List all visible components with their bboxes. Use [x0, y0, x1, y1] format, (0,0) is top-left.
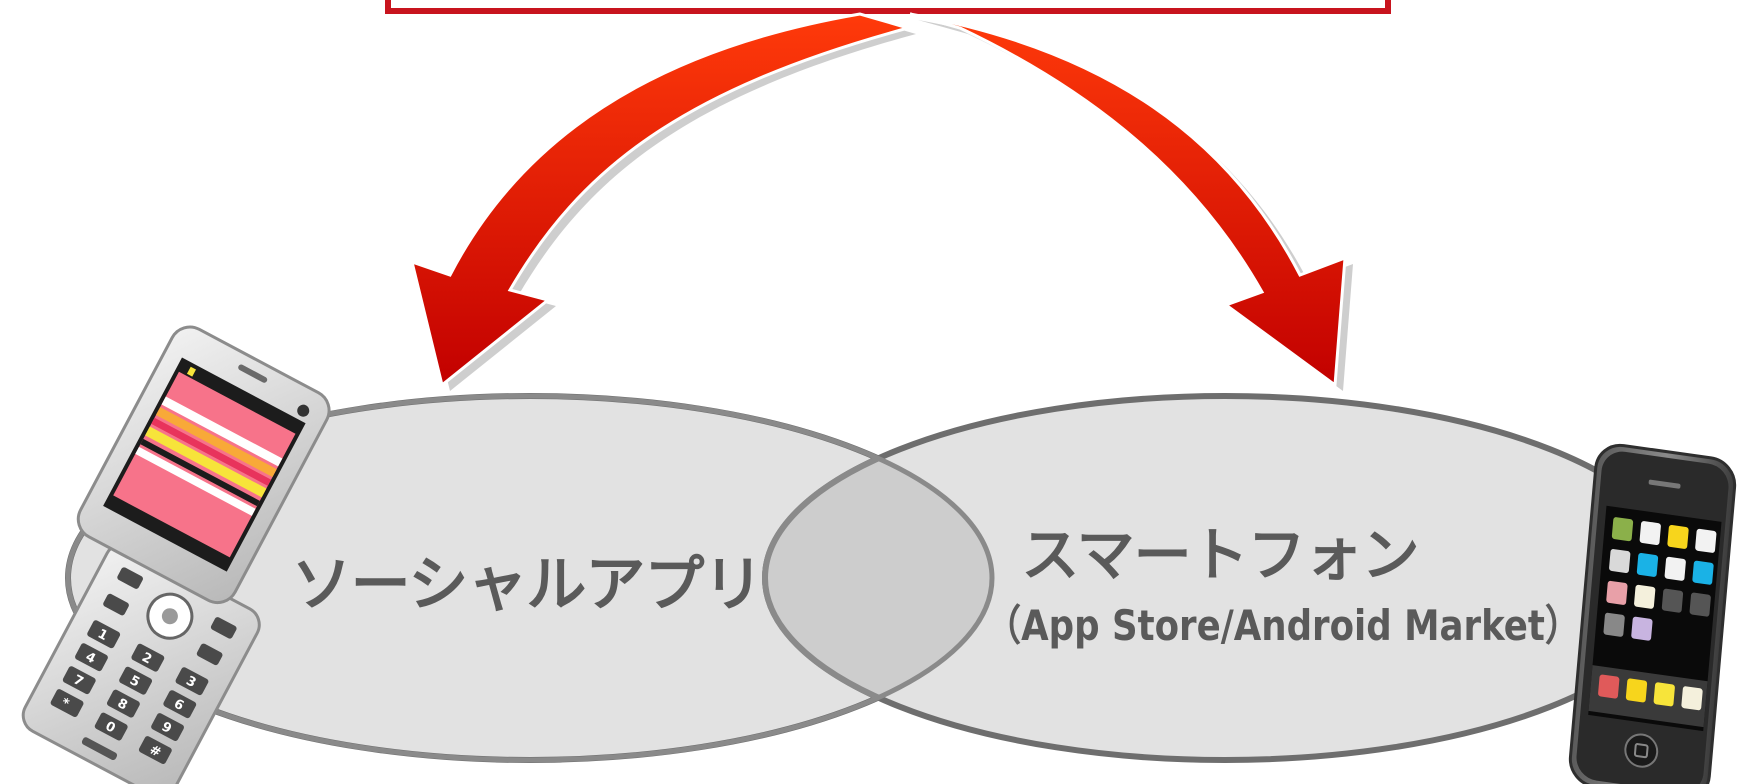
right-circle-sublabel: （App Store/Android Market）	[986, 601, 1581, 650]
feature-phone-icon: 123 456 789 *0#	[21, 325, 331, 784]
smartphone-icon	[1568, 443, 1737, 784]
arrow-left	[409, 12, 916, 391]
left-circle-label: ソーシャルアプリ	[292, 550, 763, 620]
top-box	[385, 0, 1391, 14]
right-circle-label: スマートフォン	[1021, 521, 1418, 589]
arrow-right	[909, 12, 1353, 391]
